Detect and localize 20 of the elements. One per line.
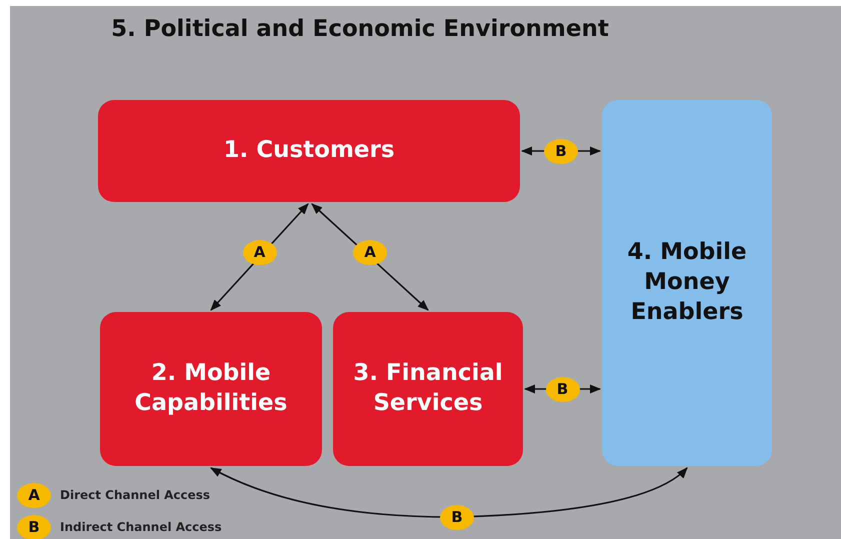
edge-label: B [440, 504, 474, 530]
edge-label: B [544, 138, 578, 164]
component-box [602, 100, 772, 466]
legend-badge: A [17, 482, 51, 508]
box-label: 4. Mobile Money Enablers [626, 238, 748, 327]
edge-label: A [242, 240, 276, 264]
environment-panel [10, 6, 841, 539]
box-label: 1. Customers [223, 136, 395, 166]
component-box [333, 312, 523, 466]
panel-heading: 5. Political and Economic Environment [110, 16, 610, 42]
connector-arrow [210, 467, 688, 518]
legend-label: Indirect Channel Access [60, 520, 222, 534]
component-box [98, 100, 520, 202]
component-box [100, 312, 322, 466]
edge-label: A [353, 240, 387, 264]
box-label: 3. Financial Services [353, 359, 503, 418]
edge-label: B [546, 376, 580, 402]
legend-label: Direct Channel Access [60, 488, 210, 502]
box-label: 2. Mobile Capabilities [134, 359, 288, 418]
legend-badge: B [17, 514, 51, 539]
